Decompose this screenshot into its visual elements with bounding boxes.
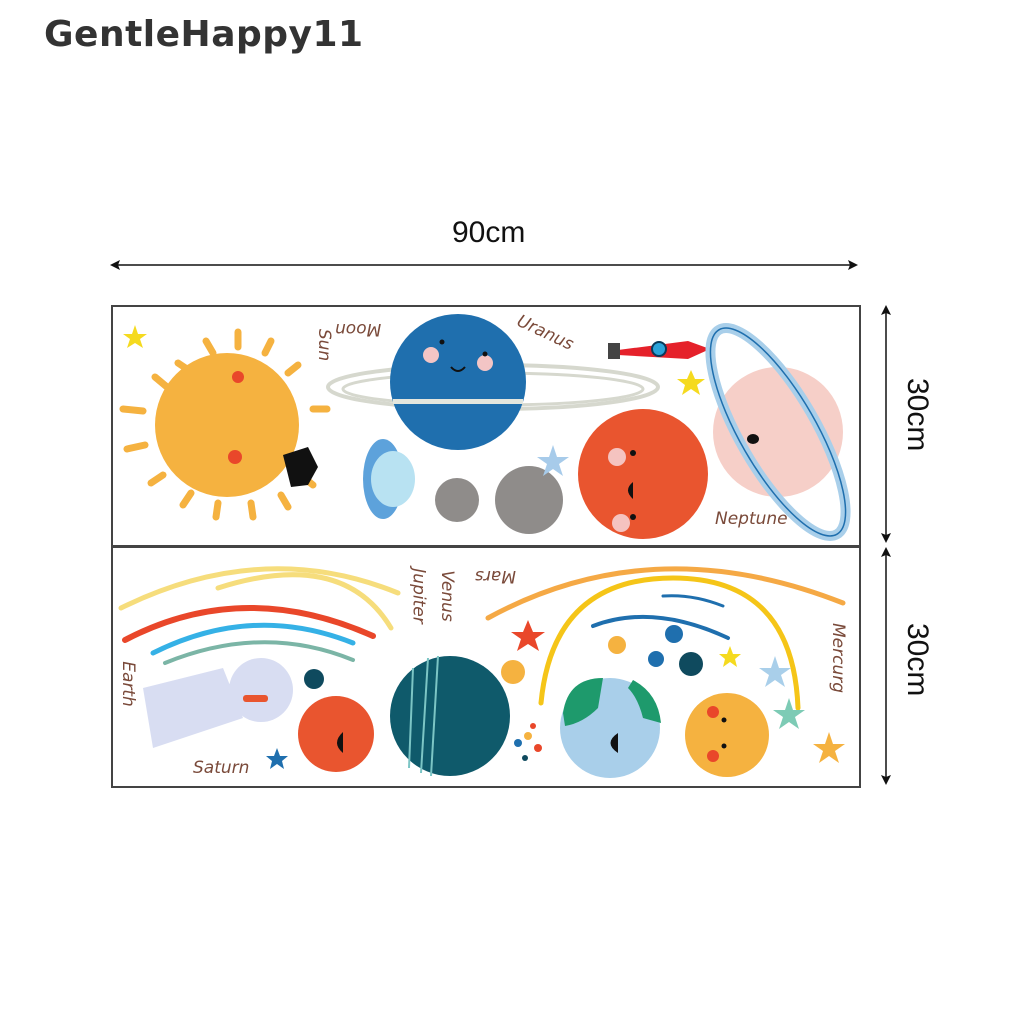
star-icon: [511, 620, 545, 651]
label-sun: Sun: [314, 328, 335, 362]
star-icon: [773, 698, 805, 729]
label-venus: Venus: [436, 570, 457, 622]
red-planet-icon: [578, 409, 708, 539]
rocket-icon: [608, 341, 710, 359]
pink-planet-icon: [705, 323, 851, 541]
label-jupiter: Jupiter: [408, 568, 429, 624]
ufo-icon: [363, 439, 415, 519]
star-icon: [719, 646, 741, 667]
astronaut-icon: [143, 658, 293, 748]
star-icon: [813, 732, 845, 763]
sun-icon: [119, 328, 331, 521]
red-planet-icon: [298, 696, 374, 772]
label-earth: Earth: [117, 661, 138, 707]
mercury-icon: [685, 693, 769, 777]
star-icon: [759, 656, 791, 687]
label-mercury: Mercurg: [828, 622, 849, 694]
sticker-panel-bottom: Earth Saturn Jupiter Venus Mars Mercurg: [111, 546, 861, 788]
sticker-panel-top: Sun Moon Uranus Neptune: [111, 305, 861, 547]
watermark: GentleHappy11: [44, 14, 364, 55]
star-icon: [123, 325, 147, 348]
star-icon: [677, 370, 705, 395]
height-top-label: 30cm: [901, 378, 934, 452]
label-moon: Moon: [335, 319, 382, 339]
height-bottom-label: 30cm: [901, 623, 934, 697]
label-mars: Mars: [475, 566, 516, 586]
blue-planet-icon: [390, 314, 526, 450]
label-saturn: Saturn: [193, 758, 250, 778]
width-label: 90cm: [452, 216, 526, 249]
earth-icon: [560, 678, 661, 778]
star-icon: [266, 748, 288, 769]
star-icon: [537, 445, 569, 476]
moon-icon: [435, 466, 563, 534]
jupiter-icon: [390, 655, 510, 777]
asteroid-cluster-icon: [514, 723, 542, 761]
label-neptune: Neptune: [715, 509, 788, 529]
